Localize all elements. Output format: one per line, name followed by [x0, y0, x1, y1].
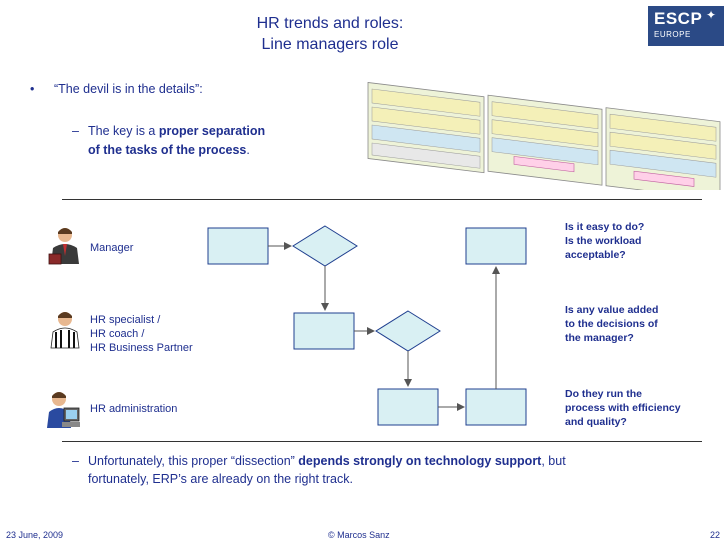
question-manager-l2: Is the workload: [565, 235, 642, 247]
sub1-bold1: proper separation: [158, 124, 266, 138]
logo-text-escp: ESCP: [654, 9, 703, 28]
separator-line-top: [62, 199, 702, 200]
hr-admin-task-box: [377, 388, 439, 426]
manager-end-box: [465, 227, 527, 265]
question-hr-specialist-l2: to the decisions of: [565, 318, 658, 330]
sub1-prefix: The key is a: [88, 124, 159, 138]
question-hr-admin: Do they run the process with efficiency …: [565, 387, 681, 429]
lane-label-hr-administration: HR administration: [90, 403, 178, 415]
sub2-prefix: Unfortunately, this proper “dissection”: [88, 454, 299, 468]
logo-text-europe: EUROPE: [654, 30, 691, 39]
footer-date: 23 June, 2009: [6, 530, 64, 540]
separator-line-bottom: [62, 441, 702, 442]
footer-copyright: © Marcos Sanz: [328, 530, 390, 540]
lane-label-hr-specialist-l2: HR coach /: [90, 328, 145, 340]
question-hr-admin-l3: and quality?: [565, 416, 627, 428]
escp-europe-logo: ESCP EUROPE ✦: [648, 6, 724, 46]
question-manager: Is it easy to do? Is the workload accept…: [565, 220, 644, 262]
hr-specialist-decision-diamond: [375, 310, 441, 352]
dash-icon: –: [72, 454, 79, 468]
title-line-2: Line managers role: [261, 36, 399, 53]
question-hr-specialist: Is any value added to the decisions of t…: [565, 303, 658, 345]
question-hr-admin-l1: Do they run the: [565, 388, 643, 400]
dash-icon: –: [72, 124, 79, 138]
footer-page-number: 22: [709, 530, 720, 540]
manager-task-box: [207, 227, 269, 265]
lane-label-hr-specialist: HR specialist / HR coach / HR Business P…: [90, 313, 193, 355]
lane-label-hr-specialist-l1: HR specialist /: [90, 314, 161, 326]
sub2-bold: depends strongly on technology support: [298, 454, 542, 468]
question-hr-specialist-l1: Is any value added: [565, 304, 659, 316]
lane-label-hr-specialist-l3: HR Business Partner: [90, 342, 193, 354]
question-manager-l3: acceptable?: [565, 249, 626, 261]
title-line-1: HR trends and roles:: [256, 15, 404, 32]
sub-point-technology: – Unfortunately, this proper “dissection…: [72, 452, 672, 488]
sub1-suffix: .: [246, 143, 250, 157]
question-hr-specialist-l3: the manager?: [565, 332, 634, 344]
hr-admin-computer-person-icon: [47, 392, 80, 428]
sub1-bold2: of the tasks of the process: [88, 143, 247, 157]
bullet-text: “The devil is in the details”:: [54, 82, 203, 96]
sub2-line2: fortunately, ERP’s are already on the ri…: [88, 472, 353, 486]
hr-specialist-task-box: [293, 312, 355, 350]
manager-decision-diamond: [292, 225, 358, 267]
bullet-dot-icon: •: [30, 82, 35, 96]
question-hr-admin-l2: process with efficiency: [565, 402, 681, 414]
sub2-suffix: , but: [541, 454, 566, 468]
lane-label-manager: Manager: [90, 242, 134, 254]
question-manager-l1: Is it easy to do?: [565, 221, 645, 233]
sub-point-separation: – The key is a proper separation of the …: [72, 122, 332, 160]
hr-admin-end-box: [465, 388, 527, 426]
process-map-thumbnail: [367, 82, 721, 190]
slide-title: HR trends and roles: Line managers role: [200, 13, 460, 55]
logo-star-icon: ✦: [706, 8, 717, 22]
hr-specialist-person-icon: [50, 312, 80, 349]
manager-person-icon: [48, 228, 79, 265]
